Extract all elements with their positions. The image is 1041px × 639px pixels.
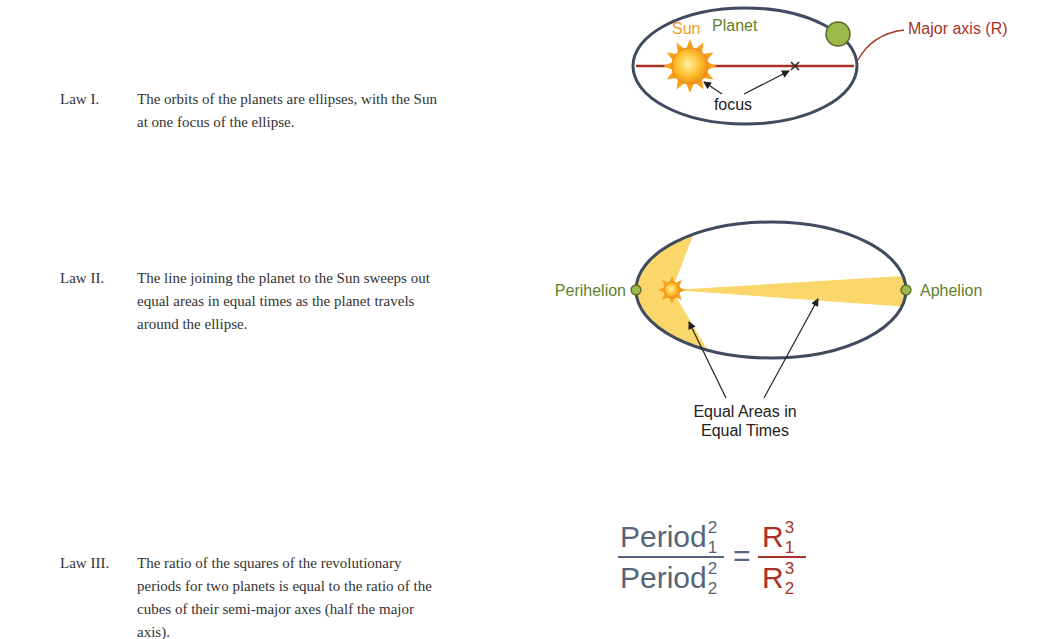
- swept-area: [636, 234, 708, 350]
- equals-sign: =: [733, 541, 751, 571]
- formula-term: R: [762, 522, 784, 552]
- superscript: 2: [708, 560, 717, 577]
- superscript: 3: [785, 519, 794, 536]
- focus-mark: [791, 62, 799, 70]
- sun-symbol: [658, 276, 686, 304]
- perihelion-label: Perihelion: [555, 281, 626, 300]
- formula-term: Period: [620, 522, 707, 552]
- swept-area: [672, 276, 906, 307]
- formula-term: Period: [620, 563, 707, 593]
- superscript: 2: [708, 519, 717, 536]
- planet-dot: [631, 285, 641, 295]
- subscript: 1: [785, 539, 794, 556]
- law-heading: Law II.: [60, 267, 104, 290]
- leader-line: [689, 322, 726, 398]
- law-text: The ratio of the squares of the revoluti…: [137, 552, 437, 639]
- focus-label: focus: [714, 95, 752, 114]
- callout-label: Equal Areas in Equal Times: [680, 402, 810, 440]
- formula-term: R: [762, 563, 784, 593]
- fraction-bar: [758, 556, 806, 558]
- axis-label: Major axis (R): [908, 19, 1008, 38]
- fraction-bar: [618, 556, 724, 558]
- subscript: 2: [785, 580, 794, 597]
- subscript: 1: [708, 539, 717, 556]
- law-heading: Law III.: [60, 552, 109, 575]
- orbit-ellipse: [636, 222, 906, 358]
- leader-line: [744, 71, 789, 94]
- planet-dot: [901, 285, 911, 295]
- leader-line: [704, 82, 722, 94]
- sun-label: Sun: [672, 19, 700, 38]
- law-text: The orbits of the planets are ellipses, …: [137, 88, 437, 134]
- subscript: 2: [708, 580, 717, 597]
- planet-label: Planet: [712, 16, 757, 35]
- leader-line: [858, 30, 904, 60]
- law-heading: Law I.: [60, 88, 99, 111]
- leader-line: [764, 299, 818, 398]
- superscript: 3: [785, 560, 794, 577]
- orbit-ellipse: [633, 8, 857, 124]
- planet-circle: [826, 22, 850, 46]
- aphelion-label: Aphelion: [920, 281, 982, 300]
- law-text: The line joining the planet to the Sun s…: [137, 267, 437, 336]
